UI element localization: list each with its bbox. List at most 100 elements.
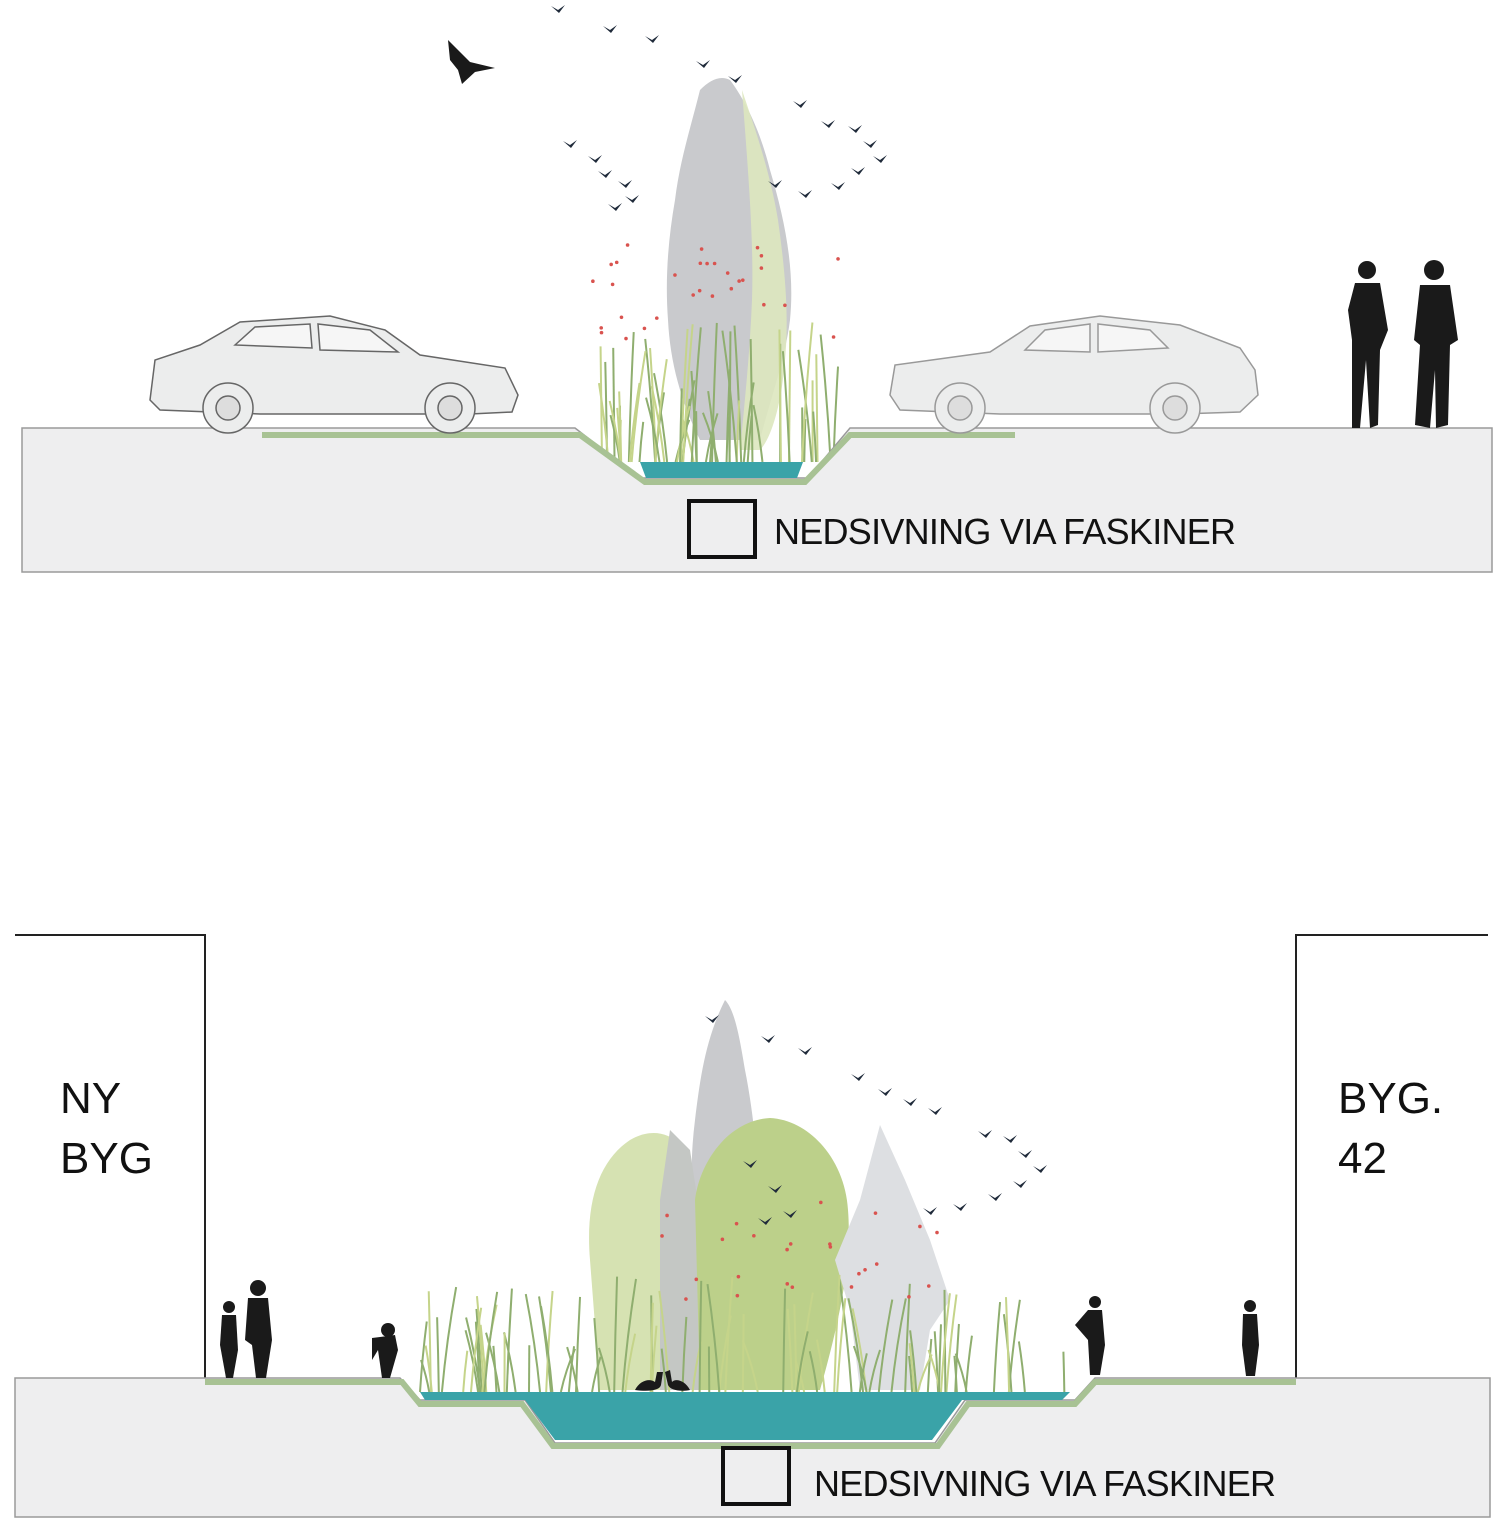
butterfly-icon	[735, 1293, 740, 1298]
reeds	[419, 1274, 1066, 1393]
reeds	[597, 322, 840, 463]
reed-stroke	[593, 1317, 601, 1393]
reed-stroke	[492, 1345, 498, 1393]
water	[640, 462, 803, 478]
bird-icon	[1033, 1165, 1047, 1173]
reed-stroke	[812, 411, 818, 463]
reed-stroke	[597, 1347, 611, 1393]
butterfly-icon	[788, 1242, 793, 1246]
reed-stroke	[538, 1296, 552, 1393]
bird-icon	[873, 155, 887, 163]
reed-stroke	[940, 1293, 951, 1393]
butterfly-icon	[624, 336, 628, 341]
faskine-box-icon	[687, 499, 757, 559]
bird-icon	[551, 5, 565, 13]
reed-stroke	[815, 1339, 826, 1393]
butterfly-icon	[759, 253, 764, 258]
reed-stroke	[621, 1278, 637, 1393]
reed-stroke	[800, 322, 814, 463]
building-left-label-2: BYG	[60, 1134, 153, 1183]
reed-stroke	[937, 1324, 942, 1393]
butterfly-icon	[737, 279, 741, 283]
reed-stroke	[679, 388, 683, 463]
building-right-label-1: BYG.	[1338, 1074, 1443, 1123]
reed-stroke	[1017, 1341, 1026, 1393]
butterfly-icon	[783, 303, 787, 308]
water	[420, 1392, 1070, 1440]
butterfly-icon	[836, 257, 840, 261]
reed-stroke	[868, 1349, 881, 1393]
butterfly-icon	[599, 326, 604, 330]
reed-stroke	[838, 1279, 853, 1393]
butterfly-icon	[762, 302, 766, 307]
butterfly-icon	[874, 1262, 879, 1266]
reed-stroke	[698, 1280, 703, 1393]
reed-stroke	[681, 418, 695, 463]
reed-stroke	[612, 347, 616, 463]
reed-stroke	[540, 1306, 554, 1393]
butterfly-icon	[790, 1285, 795, 1290]
reed-stroke	[469, 1307, 483, 1393]
reed-stroke	[709, 421, 715, 463]
reed-stroke	[742, 382, 755, 463]
reed-stroke	[464, 1329, 480, 1393]
butterfly-icon	[873, 1211, 878, 1215]
butterfly-icon	[625, 243, 630, 247]
bird-icon	[618, 180, 632, 188]
butterfly-icon	[935, 1230, 939, 1235]
reed-stroke	[424, 1345, 433, 1393]
faskine-box-icon	[721, 1446, 791, 1506]
reed-stroke	[746, 415, 753, 463]
reed-stroke	[778, 329, 782, 463]
reed-stroke	[782, 1288, 787, 1393]
butterfly-icon	[759, 266, 764, 270]
reed-stroke	[852, 1345, 868, 1393]
bird-flock	[551, 5, 887, 211]
reed-stroke	[724, 1277, 734, 1393]
bird-icon	[851, 1073, 865, 1081]
butterfly-icon	[610, 282, 615, 287]
reed-stroke	[795, 1331, 809, 1393]
bird-icon	[878, 1088, 892, 1096]
bird-icon	[848, 125, 862, 133]
bird-icon	[953, 1203, 967, 1211]
butterfly-icon	[720, 1237, 725, 1242]
reed-stroke	[836, 1298, 847, 1393]
butterfly-icon	[907, 1295, 911, 1299]
bird-icon	[821, 120, 835, 128]
reed-stroke	[566, 1346, 579, 1393]
reed-stroke	[908, 1355, 914, 1393]
bird-icon	[923, 1207, 937, 1215]
butterfly-icon	[710, 294, 715, 298]
reed-stroke	[833, 1274, 841, 1393]
butterfly-icon	[729, 286, 734, 291]
bird-icon	[793, 100, 807, 108]
reed-stroke	[793, 1304, 798, 1393]
butterfly-icon	[734, 1221, 739, 1226]
butterfly-icon	[684, 1297, 688, 1301]
butterfly-icon	[828, 1242, 832, 1246]
reed-stroke	[992, 1301, 1002, 1393]
reed-stroke	[858, 1353, 868, 1393]
butterfly-icon	[755, 245, 760, 250]
bird-icon	[863, 140, 877, 148]
butterfly-icon	[609, 262, 613, 267]
reed-stroke	[524, 1293, 542, 1393]
butterfly-icon	[831, 335, 836, 339]
reed-stroke	[706, 1283, 721, 1393]
bird-icon	[988, 1193, 1002, 1201]
reed-stroke	[721, 330, 738, 463]
bird-icon	[768, 180, 782, 188]
reed-stroke	[440, 1286, 458, 1393]
butterfly-icon	[785, 1247, 789, 1252]
bird-icon	[603, 25, 617, 33]
butterflies	[591, 243, 840, 341]
reed-stroke	[741, 1340, 759, 1393]
bird-icon	[851, 167, 865, 175]
butterfly-icon	[694, 1277, 699, 1282]
butterfly-icon	[665, 1213, 669, 1218]
reed-stroke	[475, 1308, 483, 1393]
butterfly-icon	[863, 1267, 867, 1272]
reed-stroke	[624, 1333, 637, 1393]
reed-stroke	[890, 1298, 907, 1393]
